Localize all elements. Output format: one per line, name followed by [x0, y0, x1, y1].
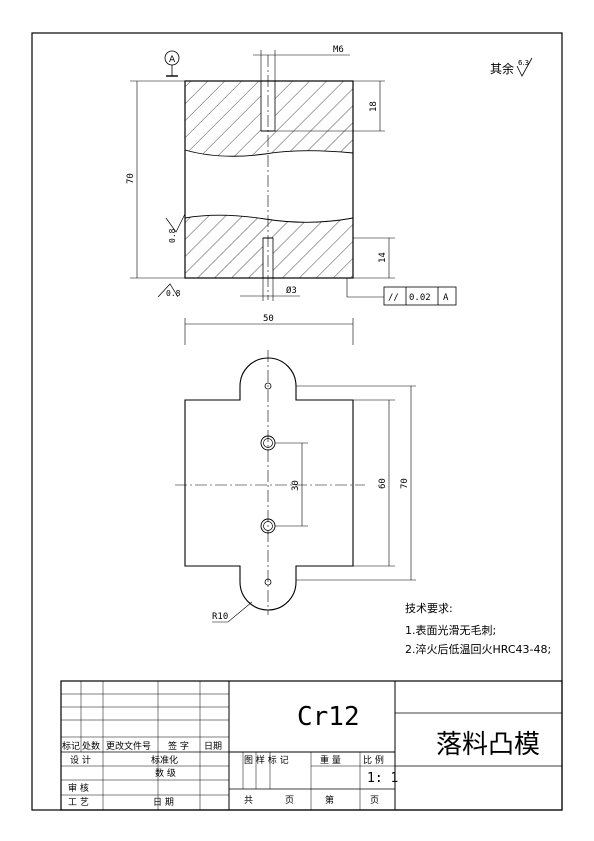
label-date: 日 期 — [153, 797, 174, 808]
technical-requirements: 技术要求: 1.表面光滑无毛刺; 2.淬火后低温回火HRC43-48; — [405, 602, 551, 656]
rev-header-file: 更改文件号 — [106, 740, 151, 752]
dim-depth-top: 18 — [369, 101, 379, 112]
dim-dia-bottom: Ø3 — [286, 285, 297, 296]
scale-value: 1: 1 — [367, 771, 398, 786]
surface-left: 0.8 — [168, 228, 177, 243]
label-sheet-a: 页 — [285, 795, 294, 806]
roughness-symbol-icon — [516, 57, 533, 77]
datum-letter: A — [169, 55, 176, 65]
dim-inner-length: 60 — [378, 478, 388, 489]
dim-outer-length: 70 — [400, 478, 410, 489]
roughness-note: 其余 6.3 — [490, 57, 533, 77]
label-review: 审 核 — [68, 782, 89, 794]
label-stage-mark: 图 样 标 记 — [244, 754, 289, 766]
label-total: 共 — [244, 795, 253, 806]
label-process: 工 艺 — [68, 797, 89, 808]
roughness-label: 其余 — [490, 61, 514, 76]
dim-radius: R10 — [212, 612, 228, 622]
tolerance-value: 0.02 — [409, 293, 431, 303]
label-design: 设 计 — [70, 754, 91, 766]
dim-depth-bottom: 14 — [378, 252, 388, 263]
roughness-value: 6.3 — [518, 59, 529, 67]
label-sheet-b: 页 — [370, 795, 379, 806]
requirements-title: 技术要求: — [405, 602, 453, 615]
title-block — [60, 680, 563, 811]
front-view-section: M6 18 70 0.8 0.8 14 Ø3 — [126, 45, 395, 301]
rev-header-date: 日期 — [204, 741, 222, 752]
material: Cr12 — [297, 702, 360, 732]
top-view: 50 30 60 70 R10 — [175, 314, 416, 623]
dim-height: 70 — [126, 173, 136, 184]
label-number: 第 — [325, 794, 334, 806]
tolerance-datum: A — [443, 293, 449, 303]
dim-thread-top: M6 — [333, 45, 344, 55]
surface-bottom: 0.8 — [166, 289, 181, 298]
dim-hole-spacing: 30 — [291, 480, 301, 491]
requirement-item-1: 1.表面光滑无毛刺; — [405, 623, 496, 637]
label-scale: 比 例 — [363, 754, 384, 766]
label-standardize: 标准化 — [151, 754, 178, 766]
dim-width: 50 — [263, 314, 274, 324]
label-weight: 重 量 — [320, 754, 341, 766]
tolerance-frame: // 0.02 A — [383, 286, 457, 306]
title-block-text: Cr12 落料凸模 标记 处数 更改文件号 签 字 日期 设 计 标准化 数 级… — [62, 702, 540, 808]
rev-header-sign: 签 字 — [168, 740, 189, 752]
part-name: 落料凸模 — [436, 730, 540, 760]
rev-header-count: 处数 — [82, 740, 100, 752]
rev-header-mark: 标记 — [62, 740, 80, 752]
label-count: 数 级 — [155, 767, 176, 779]
requirement-item-2: 2.淬火后低温回火HRC43-48; — [405, 642, 551, 656]
tolerance-symbol: // — [388, 293, 399, 303]
datum-a-marker: A — [164, 50, 180, 77]
